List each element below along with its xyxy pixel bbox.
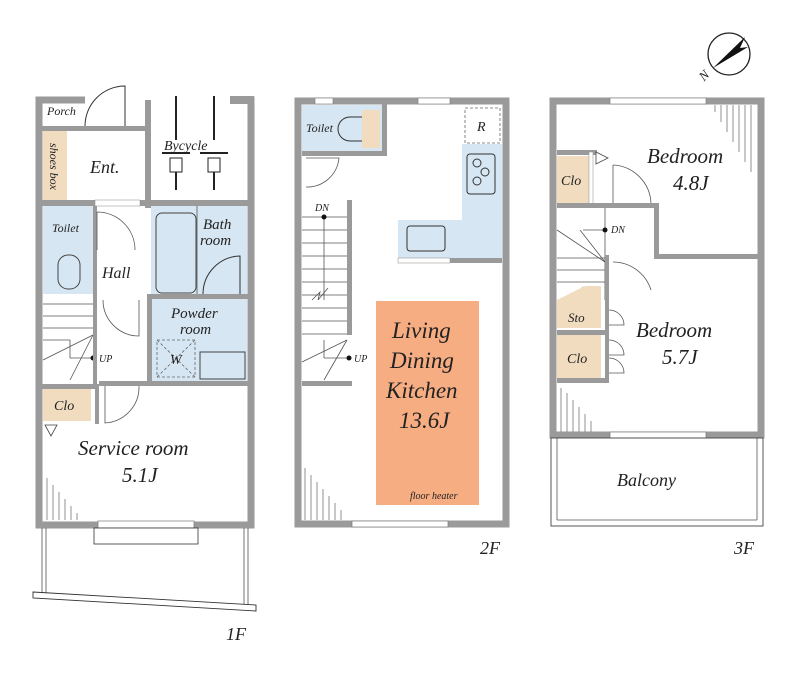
bedroom1-label: Bedroom xyxy=(647,144,723,168)
north-label: N xyxy=(695,66,713,84)
storage-3f xyxy=(557,286,601,328)
washer-label: W xyxy=(170,353,183,368)
stairs-down-label-3f: DN xyxy=(610,225,626,236)
toilet-label: Toilet xyxy=(52,221,80,235)
toilet-1f xyxy=(43,206,93,294)
bedroom2-size: 5.7J xyxy=(662,345,699,369)
sink-icon xyxy=(406,225,446,252)
closet-3f-bottom xyxy=(557,335,601,378)
service-room-label: Service room xyxy=(78,436,189,460)
bedroom1-size: 4.8J xyxy=(673,171,710,195)
refrigerator-space xyxy=(464,107,501,144)
closet-top-label: Clo xyxy=(561,174,581,189)
stairs-3f xyxy=(556,208,608,300)
bath-label-1: Bath xyxy=(203,217,231,233)
hall-label: Hall xyxy=(101,265,131,282)
shoes-box-label: shoes box xyxy=(47,143,61,191)
closet-label: Clo xyxy=(54,399,74,414)
porch-label: Porch xyxy=(46,104,76,118)
floor-label-2f: 2F xyxy=(480,538,501,558)
bathroom xyxy=(151,206,247,296)
closet-3f-top xyxy=(557,156,589,203)
service-room-size: 5.1J xyxy=(122,463,159,487)
ldk-label-1: Living xyxy=(391,318,451,343)
floor-2f: Toilet R DN UP Living Dining Kitchen 13.… xyxy=(294,97,510,558)
bicycle-icon xyxy=(162,96,228,190)
ldk-label-3: Kitchen xyxy=(385,378,458,403)
shoes-box xyxy=(43,131,67,201)
stove-icon xyxy=(466,153,496,195)
bath-label-2: room xyxy=(200,233,231,249)
stairs-2f xyxy=(301,214,352,381)
toilet-2f-label: Toilet xyxy=(306,121,334,135)
balcony xyxy=(550,437,764,527)
floor-label-3f: 3F xyxy=(733,538,755,558)
powder-label-1: Powder xyxy=(170,306,218,322)
floor-heater-label: floor heater xyxy=(410,491,458,502)
ldk-label-2: Dining xyxy=(389,348,454,373)
floor-label-1f: 1F xyxy=(226,624,247,644)
refrigerator-label: R xyxy=(476,120,486,135)
stairs-1f xyxy=(42,296,96,381)
washer-space xyxy=(156,339,196,378)
bedroom2-label: Bedroom xyxy=(636,318,712,342)
closet-1f xyxy=(43,389,91,421)
floor-heater-area xyxy=(376,301,479,505)
bicycle-label: Bycycle xyxy=(164,139,208,154)
entrance-label: Ent. xyxy=(89,157,120,177)
storage-label: Sto xyxy=(568,310,585,325)
stairs-up-label-2f: UP xyxy=(354,354,367,365)
stairs-up-label: UP xyxy=(99,354,112,365)
floor-3f: Clo Bedroom 4.8J DN Sto Clo Bedroom 5.7J… xyxy=(549,97,765,558)
stairs-down-label: DN xyxy=(314,203,330,214)
powder-label-2: room xyxy=(180,322,211,338)
floor-1f: Porch shoes box Ent. Bycycle Toilet Hall… xyxy=(32,85,257,644)
ldk-size: 13.6J xyxy=(399,408,451,433)
north-arrow-icon: N xyxy=(695,32,751,84)
kitchen-counter xyxy=(398,144,502,258)
closet-bottom-label: Clo xyxy=(567,352,587,367)
balcony-label: Balcony xyxy=(617,470,676,490)
